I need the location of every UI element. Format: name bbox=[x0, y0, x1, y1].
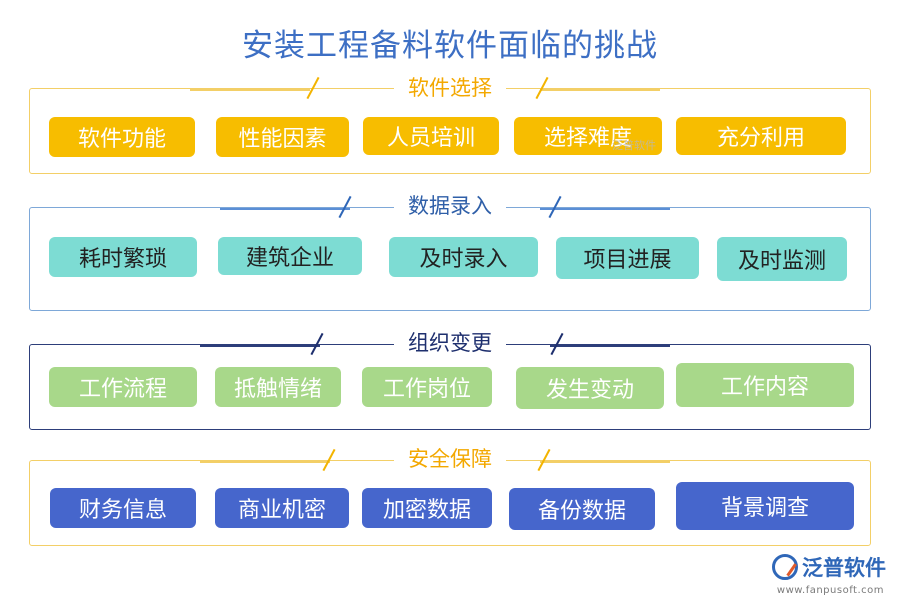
chip-workflow: 工作流程 bbox=[49, 367, 197, 407]
section-rule-left bbox=[190, 89, 310, 91]
section-rule-right bbox=[540, 208, 670, 210]
section-rule-right bbox=[540, 89, 660, 91]
chip-time-consuming: 耗时繁琐 bbox=[49, 237, 197, 277]
watermark-text: 泛普软件 bbox=[612, 139, 656, 152]
diagram-title: 安装工程备料软件面临的挑战 bbox=[242, 28, 658, 64]
fanpu-logo-icon bbox=[772, 554, 798, 580]
chip-timely-monitoring: 及时监测 bbox=[717, 237, 847, 281]
chip-encrypt-data: 加密数据 bbox=[362, 488, 492, 528]
section-label-software-selection: 软件选择 bbox=[0, 72, 900, 102]
section-rule-left bbox=[200, 345, 320, 347]
chip-software-function: 软件功能 bbox=[49, 117, 195, 157]
chip-job-position: 工作岗位 bbox=[362, 367, 492, 407]
brand-logo: 泛普软件 bbox=[772, 552, 886, 582]
section-rule-right bbox=[540, 461, 670, 463]
section-label-data-entry: 数据录入 bbox=[0, 190, 900, 220]
section-label-organizational-change: 组织变更 bbox=[0, 327, 900, 357]
chip-trade-secrets: 商业机密 bbox=[215, 488, 349, 528]
chip-selection-difficulty: 选择难度 bbox=[514, 117, 662, 155]
section-rule-left bbox=[200, 461, 330, 463]
chip-resistance: 抵触情绪 bbox=[215, 367, 341, 407]
section-label-security: 安全保障 bbox=[0, 443, 900, 473]
chip-performance-factors: 性能因素 bbox=[216, 117, 349, 157]
chip-changes-occur: 发生变动 bbox=[516, 367, 664, 409]
section-rule-right bbox=[550, 345, 670, 347]
chip-full-utilization: 充分利用 bbox=[676, 117, 846, 155]
chip-staff-training: 人员培训 bbox=[363, 117, 499, 155]
chip-backup-data: 备份数据 bbox=[509, 488, 655, 530]
logo-url: www.fanpusoft.com bbox=[776, 585, 884, 596]
chip-background-check: 背景调查 bbox=[676, 482, 854, 530]
chip-financial-info: 财务信息 bbox=[50, 488, 196, 528]
chip-work-content: 工作内容 bbox=[676, 363, 854, 407]
section-rule-left bbox=[220, 208, 350, 210]
chip-construction-company: 建筑企业 bbox=[218, 237, 362, 275]
logo-name: 泛普软件 bbox=[802, 556, 886, 580]
chip-timely-entry: 及时录入 bbox=[389, 237, 538, 277]
chip-project-progress: 项目进展 bbox=[556, 237, 699, 279]
